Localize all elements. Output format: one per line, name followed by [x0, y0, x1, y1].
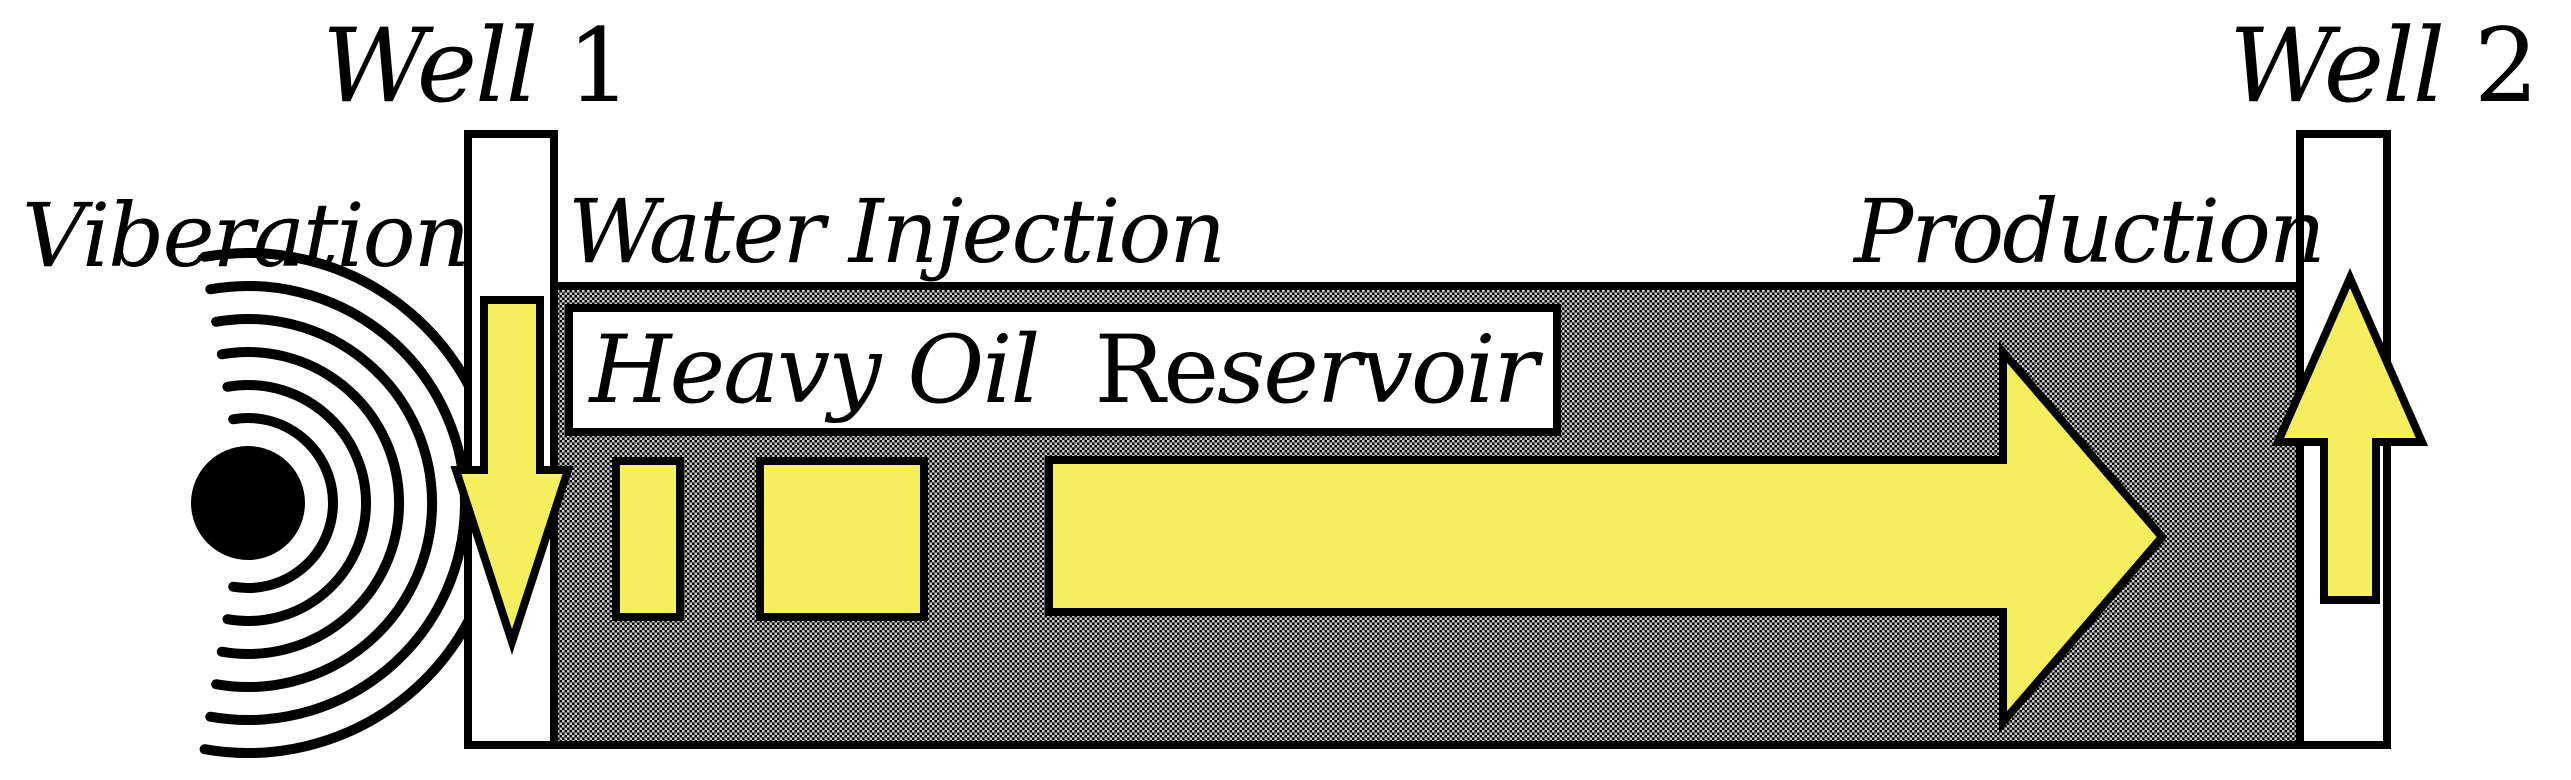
water-injection-label: Water Injection	[568, 180, 1226, 283]
well2-label-number: 2	[2473, 7, 2539, 126]
well1-label-word: Well	[322, 7, 538, 126]
vibration-label: Viberation	[22, 184, 470, 287]
wave-arc	[211, 314, 437, 692]
reservoir-label-re: Re	[1094, 315, 1219, 425]
reservoir-label-servoir: servoir	[1216, 315, 1538, 425]
wave-arc	[228, 413, 338, 593]
oil-bank-small	[612, 457, 684, 621]
well1-label-number: 1	[566, 7, 632, 126]
well2-label-word: Well	[2229, 7, 2445, 126]
reservoir-label-box: Heavy Oil Reservoir	[565, 304, 1561, 436]
well1-casing	[464, 130, 558, 749]
vibration-source-dot-icon	[191, 446, 305, 560]
wave-arc	[222, 380, 372, 626]
wave-arc	[216, 347, 405, 659]
reservoir-label: Heavy Oil Reservoir	[589, 315, 1539, 425]
reservoir-label-heavy-oil: Heavy Oil	[589, 315, 1041, 425]
oil-bank-medium	[756, 457, 928, 621]
production-label: Production	[1854, 180, 2326, 283]
